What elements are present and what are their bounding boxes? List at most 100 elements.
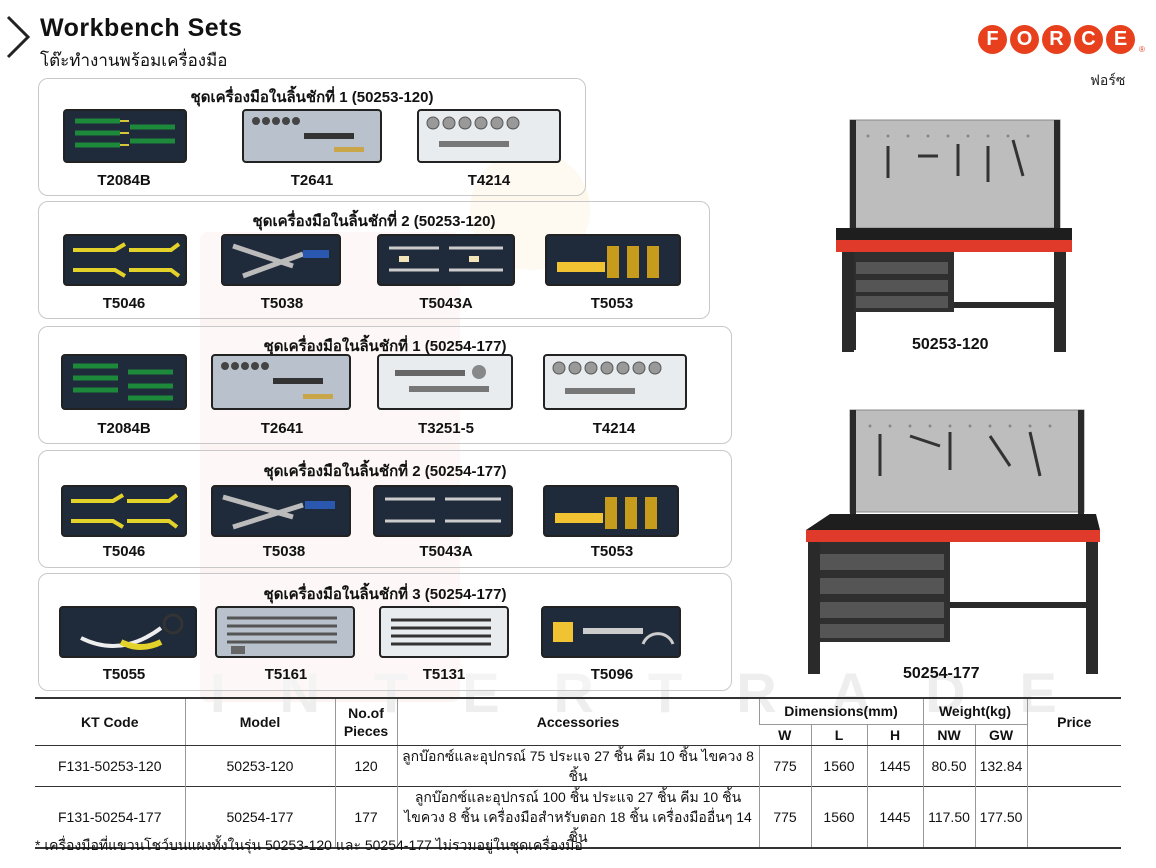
page-title: Workbench Sets — [40, 14, 243, 42]
cell-w: 775 — [758, 785, 811, 849]
header-pieces: No.of Pieces — [334, 697, 397, 746]
drawer-set-group: ชุดเครื่องมือในลิ้นชักที่ 3 (50254-177) … — [38, 573, 732, 691]
tool-tray-image — [211, 485, 351, 537]
tool-tray-image — [541, 606, 681, 658]
cell-accessories: ลูกบ๊อกซ์และอุปกรณ์ 75 ประแจ 27 ชิ้น คีม… — [396, 745, 759, 786]
tool-code-label: T5096 — [590, 666, 634, 683]
cell-model: 50254-177 — [184, 785, 335, 849]
cell-h: 1445 — [866, 785, 923, 849]
header-w: W — [759, 723, 811, 746]
tool-tray-image — [211, 354, 351, 410]
tool-code-label: T4214 — [592, 420, 636, 437]
tool-code-label: T5046 — [102, 295, 146, 312]
logo-letter: C — [1074, 25, 1103, 54]
logo-letter: O — [1010, 25, 1039, 54]
header-price: Price — [1026, 697, 1121, 746]
cell-kt-code: F131-50254-177 — [35, 785, 185, 849]
tool-tray-image — [59, 606, 197, 658]
cell-pieces: 120 — [334, 745, 397, 786]
table-row: F131-50254-177 50254-177 177 ลูกบ๊อกซ์แล… — [35, 785, 1121, 849]
tool-tray-image — [373, 485, 513, 537]
tool-code-label: T5053 — [590, 295, 634, 312]
tool-tray-image — [242, 109, 382, 163]
tool-tray-image — [379, 606, 509, 658]
tool-tray-image — [221, 234, 341, 286]
footnote: * เครื่องมือที่แขวนโชว์บนแผงทั้งในรุ่น 5… — [35, 837, 583, 853]
header-nw: NW — [922, 723, 975, 746]
force-logo: F O R C E ® — [978, 25, 1145, 54]
header-kt-code: KT Code — [35, 697, 185, 746]
group-title: ชุดเครื่องมือในลิ้นชักที่ 2 (50253-120) — [252, 213, 496, 230]
cell-w: 775 — [758, 745, 811, 786]
tool-code-label: T5131 — [422, 666, 466, 683]
header-gw: GW — [974, 723, 1027, 746]
tool-tray-image — [61, 485, 187, 537]
cell-gw: 132.84 — [974, 745, 1027, 786]
chevron-right-icon — [6, 15, 31, 59]
tool-code-label: T5043A — [419, 543, 473, 560]
cell-gw: 177.50 — [974, 785, 1027, 849]
drawer-set-group: ชุดเครื่องมือในลิ้นชักที่ 1 (50254-177) … — [38, 326, 732, 444]
tool-tray-image — [63, 234, 187, 286]
tool-code-label: T5161 — [264, 666, 308, 683]
header-l: L — [810, 723, 867, 746]
cell-accessories: ลูกบ๊อกซ์และอุปกรณ์ 100 ชิ้น ประแจ 27 ชิ… — [396, 785, 759, 849]
tool-code-label: T5038 — [260, 295, 304, 312]
drawer-set-group: ชุดเครื่องมือในลิ้นชักที่ 2 (50253-120) … — [38, 201, 710, 319]
tool-tray-image — [61, 354, 187, 410]
registered-mark: ® — [1139, 45, 1145, 54]
cell-price — [1026, 785, 1121, 849]
tool-tray-image — [377, 354, 513, 410]
tool-code-label: T2084B — [97, 172, 151, 189]
tool-code-label: T3251-5 — [418, 420, 474, 437]
spec-table: KT Code Model No.of Pieces Accessories D… — [35, 697, 1121, 849]
tool-tray-image — [417, 109, 561, 163]
accessories-line: ลูกบ๊อกซ์และอุปกรณ์ 100 ชิ้น ประแจ 27 ชิ… — [414, 788, 742, 805]
tool-tray-image — [63, 109, 187, 163]
tool-code-label: T5053 — [590, 543, 634, 560]
cell-model: 50253-120 — [184, 745, 335, 786]
tool-code-label: T4214 — [467, 172, 511, 189]
header-h: H — [866, 723, 923, 746]
tool-code-label: T5038 — [262, 543, 306, 560]
tool-code-label: T2084B — [97, 420, 151, 437]
tool-tray-image — [377, 234, 515, 286]
cell-l: 1560 — [810, 745, 867, 786]
tool-code-label: T5043A — [419, 295, 473, 312]
cell-pieces: 177 — [334, 785, 397, 849]
tool-code-label: T2641 — [290, 172, 334, 189]
page-subtitle: โต๊ะทำงานพร้อมเครื่องมือ — [40, 51, 228, 70]
workbench-image — [836, 119, 1072, 352]
header-dimensions: Dimensions(mm) — [758, 697, 923, 724]
tool-tray-image — [543, 485, 679, 537]
cell-nw: 80.50 — [922, 745, 975, 786]
workbench-image — [806, 409, 1100, 674]
drawer-set-group: ชุดเครื่องมือในลิ้นชักที่ 1 (50253-120) … — [38, 78, 586, 196]
group-title: ชุดเครื่องมือในลิ้นชักที่ 3 (50254-177) — [263, 586, 507, 603]
drawer-set-group: ชุดเครื่องมือในลิ้นชักที่ 2 (50254-177) … — [38, 450, 732, 568]
cell-l: 1560 — [810, 785, 867, 849]
group-title: ชุดเครื่องมือในลิ้นชักที่ 2 (50254-177) — [263, 463, 507, 480]
logo-letter: R — [1042, 25, 1071, 54]
header-accessories: Accessories — [396, 697, 759, 746]
tool-tray-image — [215, 606, 355, 658]
accessories-line: ไขควง 8 ชิ้น เครื่องมือสำหรับตอก 18 ชิ้น… — [404, 808, 752, 845]
tool-tray-image — [545, 234, 681, 286]
accessories-line: ลูกบ๊อกซ์และอุปกรณ์ 75 ประแจ 27 ชิ้น คีม… — [402, 747, 754, 784]
workbench-label: 50254-177 — [903, 665, 980, 682]
header-weight: Weight(kg) — [922, 697, 1027, 724]
header-model: Model — [184, 697, 335, 746]
tool-code-label: T2641 — [260, 420, 304, 437]
logo-thai-name: ฟอร์ซ — [1090, 72, 1126, 88]
logo-letter: E — [1106, 25, 1135, 54]
cell-nw: 117.50 — [922, 785, 975, 849]
group-title: ชุดเครื่องมือในลิ้นชักที่ 1 (50254-177) — [263, 338, 507, 355]
cell-price — [1026, 745, 1121, 786]
logo-letter: F — [978, 25, 1007, 54]
cell-kt-code: F131-50253-120 — [57, 757, 162, 774]
tool-code-label: T5046 — [102, 543, 146, 560]
tool-tray-image — [543, 354, 687, 410]
cell-h: 1445 — [866, 745, 923, 786]
table-row: F131-50253-120 50253-120 120 ลูกบ๊อกซ์แล… — [35, 745, 1121, 786]
group-title: ชุดเครื่องมือในลิ้นชักที่ 1 (50253-120) — [190, 89, 434, 106]
